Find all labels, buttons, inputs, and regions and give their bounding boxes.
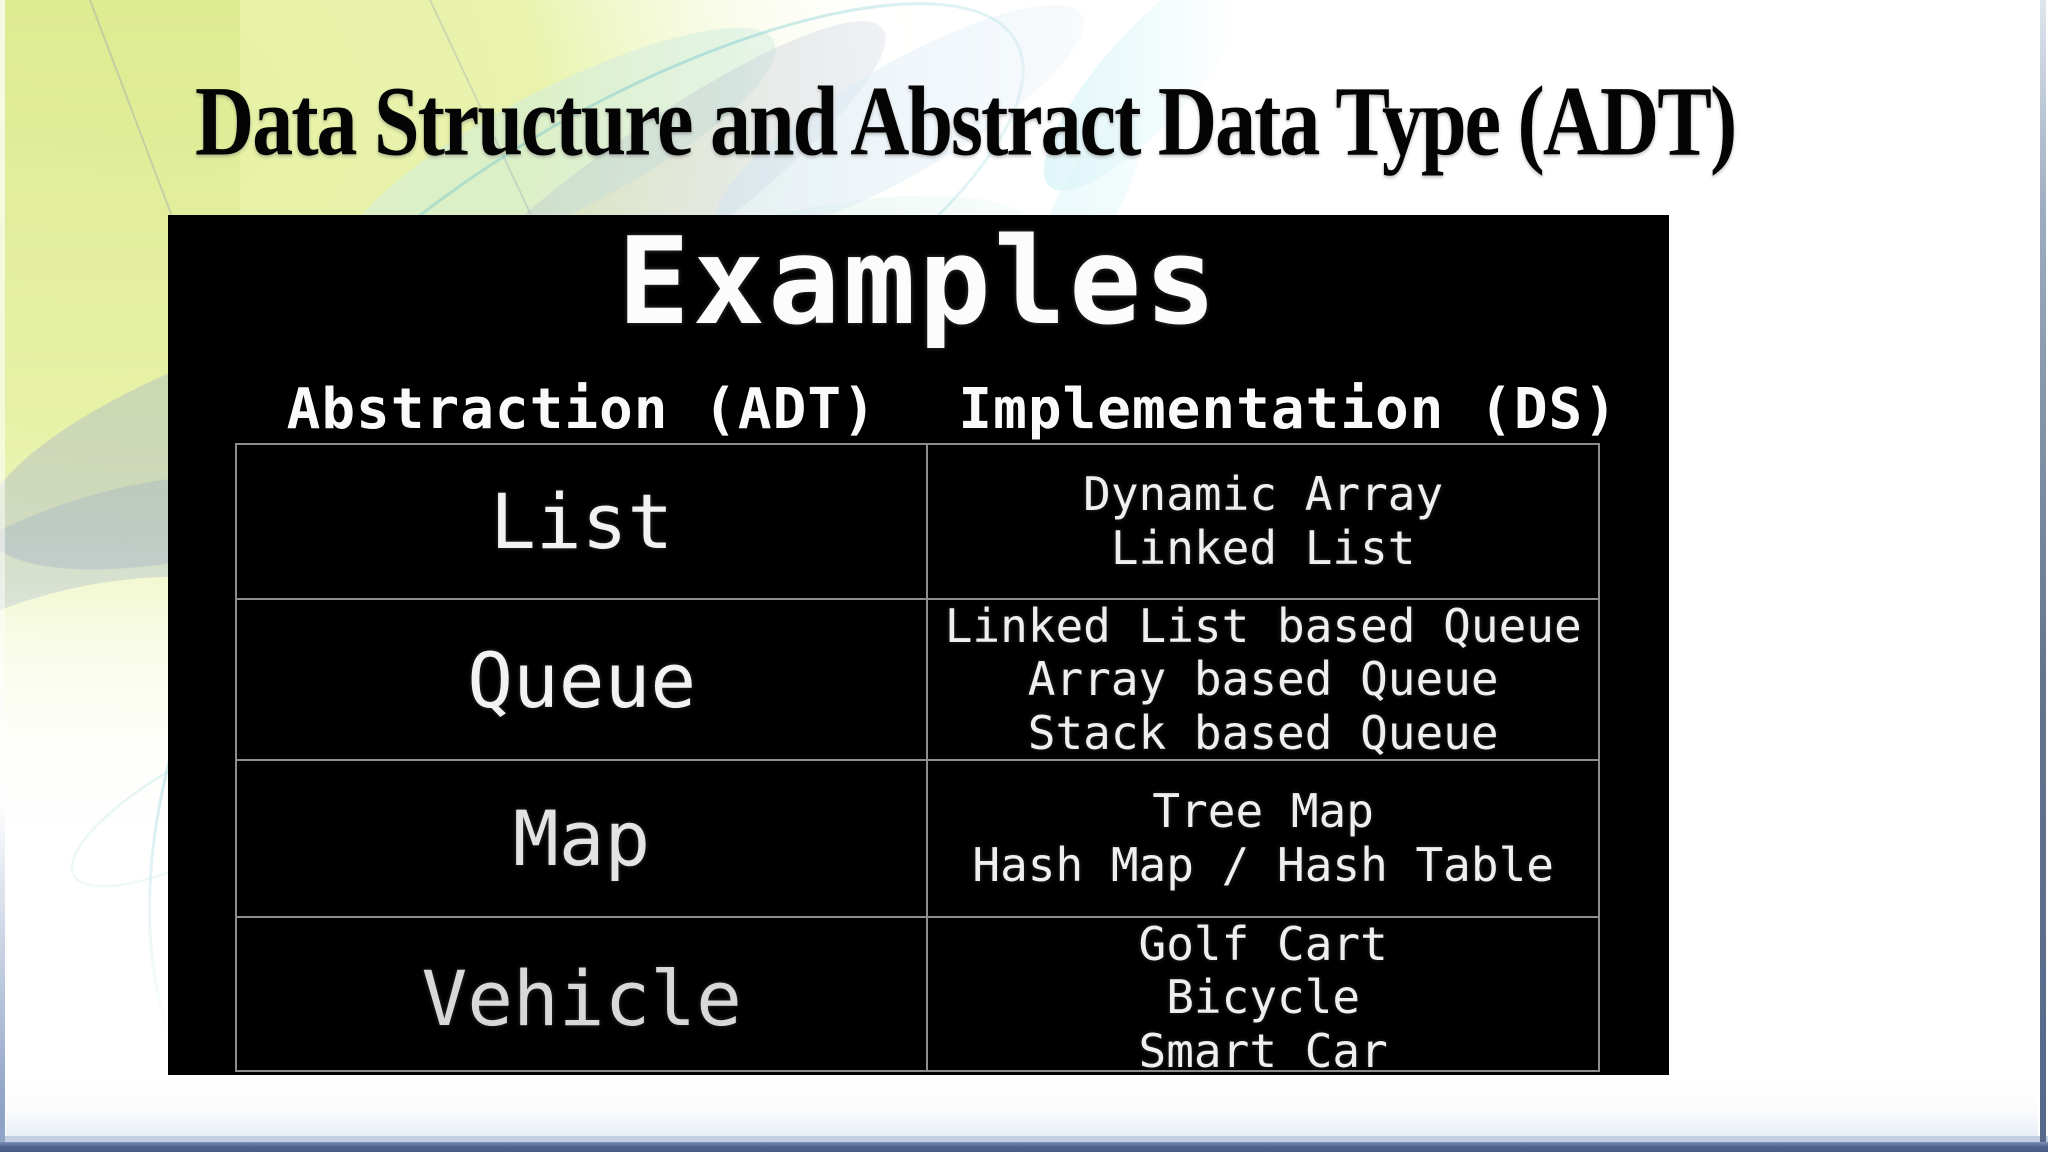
- examples-panel: Examples Abstraction (ADT) Implementatio…: [168, 215, 1669, 1075]
- abstraction-cell: Map: [237, 761, 929, 916]
- slide-title: Data Structure and Abstract Data Type (A…: [195, 65, 1737, 177]
- implementation-line: Array based Queue: [1027, 652, 1499, 707]
- window-left-edge: [0, 0, 5, 1142]
- table-row-vehicle: Vehicle Golf Cart Bicycle Smart Car: [237, 918, 1598, 1070]
- table-row-list: List Dynamic Array Linked List: [237, 445, 1598, 600]
- implementation-line: Smart Car: [1138, 1023, 1388, 1070]
- implementation-line: Bicycle: [1166, 970, 1361, 1025]
- abstraction-cell: Vehicle: [237, 918, 929, 1070]
- table-column-headers: Abstraction (ADT) Implementation (DS): [235, 377, 1617, 442]
- implementation-line: Dynamic Array: [1083, 467, 1444, 522]
- implementation-line: Stack based Queue: [1027, 705, 1499, 760]
- table-row-map: Map Tree Map Hash Map / Hash Table: [237, 761, 1598, 918]
- implementation-line: Linked List: [1110, 520, 1416, 575]
- implementation-line: Linked List based Queue: [944, 600, 1582, 653]
- implementation-line: Hash Map / Hash Table: [972, 837, 1554, 892]
- column-header-implementation: Implementation (DS): [958, 377, 1618, 442]
- adt-ds-table: List Dynamic Array Linked List Queue Lin…: [235, 443, 1600, 1072]
- implementation-cell: Tree Map Hash Map / Hash Table: [928, 761, 1598, 916]
- abstraction-cell: List: [237, 445, 929, 598]
- implementation-line: Golf Cart: [1138, 918, 1388, 971]
- footer-highlight-line: [0, 1136, 2048, 1142]
- implementation-cell: Golf Cart Bicycle Smart Car: [928, 918, 1598, 1070]
- implementation-cell: Dynamic Array Linked List: [928, 445, 1598, 598]
- implementation-line: Tree Map: [1152, 784, 1374, 839]
- footer-gradient: [6, 1075, 2038, 1136]
- examples-heading: Examples: [617, 213, 1220, 352]
- window-right-edge: [2040, 0, 2046, 1142]
- table-row-queue: Queue Linked List based Queue Array base…: [237, 600, 1598, 761]
- window-bottom-bar: [0, 1142, 2048, 1152]
- implementation-cell: Linked List based Queue Array based Queu…: [928, 600, 1598, 760]
- column-header-abstraction: Abstraction (ADT): [286, 377, 877, 442]
- abstraction-cell: Queue: [237, 600, 929, 759]
